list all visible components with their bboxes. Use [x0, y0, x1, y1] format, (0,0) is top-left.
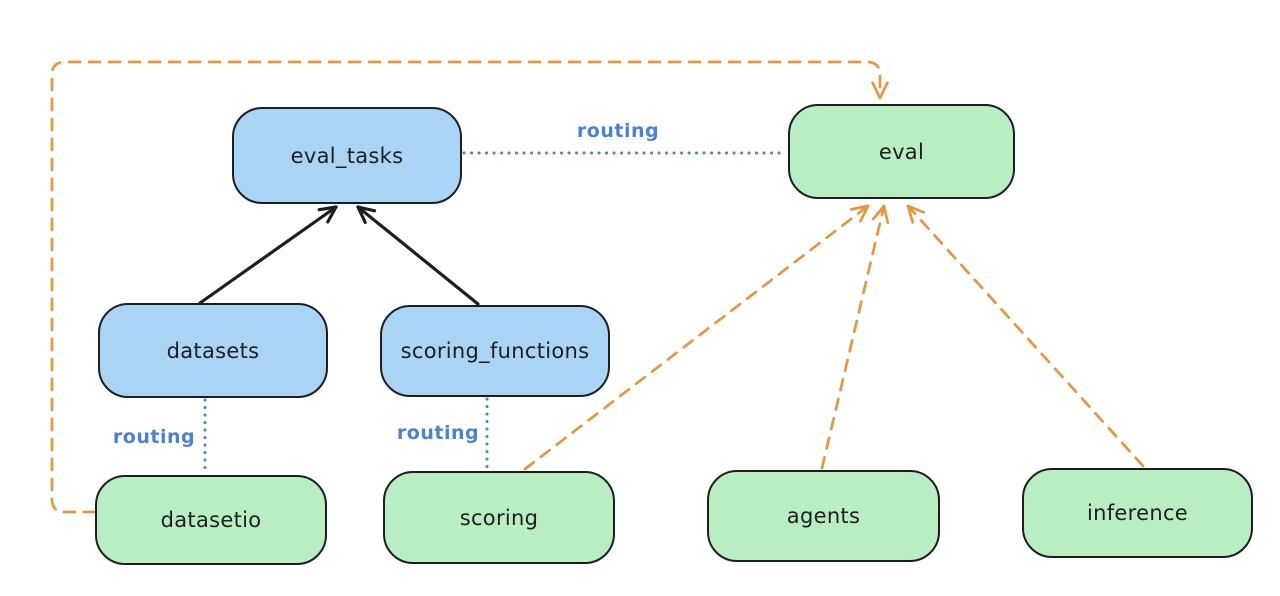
datasetio-to-eval-loop-head — [878, 81, 889, 100]
agents-to-eval-head — [871, 204, 886, 221]
datasets-to-eval_tasks-edge — [198, 205, 338, 305]
node-eval: eval — [788, 104, 1015, 199]
node-label-agents: agents — [786, 504, 861, 528]
node-label-datasets: datasets — [166, 338, 260, 363]
node-label-eval: eval — [878, 139, 925, 164]
edge-label-routing-scoring: routing — [396, 422, 480, 444]
datasets-to-eval_tasks-head — [317, 205, 338, 212]
node-agents: agents — [707, 470, 940, 562]
agents-to-eval-head — [882, 204, 890, 224]
edge-label-routing-datasets: routing — [112, 426, 196, 448]
node-inference: inference — [1022, 468, 1253, 558]
node-label-inference: inference — [1086, 501, 1189, 525]
node-label-scoring_functions: scoring_functions — [400, 339, 590, 363]
datasets-to-eval_tasks-head — [326, 205, 338, 224]
inference-to-eval-edge — [906, 204, 1145, 468]
scoring_functions-to-eval_tasks-head — [356, 205, 367, 225]
scoring_functions-to-eval_tasks-head — [356, 205, 377, 213]
edge-label-routing-top: routing — [576, 120, 660, 142]
node-label-eval_tasks: eval_tasks — [290, 143, 404, 168]
scoring-to-eval-head — [849, 204, 870, 211]
node-scoring: scoring — [383, 471, 615, 564]
node-label-scoring: scoring — [459, 505, 539, 530]
scoring-to-eval-head — [859, 204, 870, 223]
node-datasets: datasets — [98, 303, 328, 398]
node-datasetio: datasetio — [95, 475, 327, 565]
inference-to-eval-head — [906, 204, 926, 214]
node-eval_tasks: eval_tasks — [232, 107, 462, 204]
node-label-datasetio: datasetio — [160, 508, 262, 532]
datasetio-to-eval-loop-edge — [50, 60, 882, 514]
datasetio-to-eval-loop-head — [871, 81, 882, 100]
node-scoring_functions: scoring_functions — [380, 305, 610, 397]
agents-to-eval-edge — [820, 204, 886, 470]
scoring_functions-to-eval_tasks-edge — [356, 205, 480, 306]
inference-to-eval-head — [906, 204, 915, 224]
scoring-to-eval-edge — [523, 204, 870, 471]
